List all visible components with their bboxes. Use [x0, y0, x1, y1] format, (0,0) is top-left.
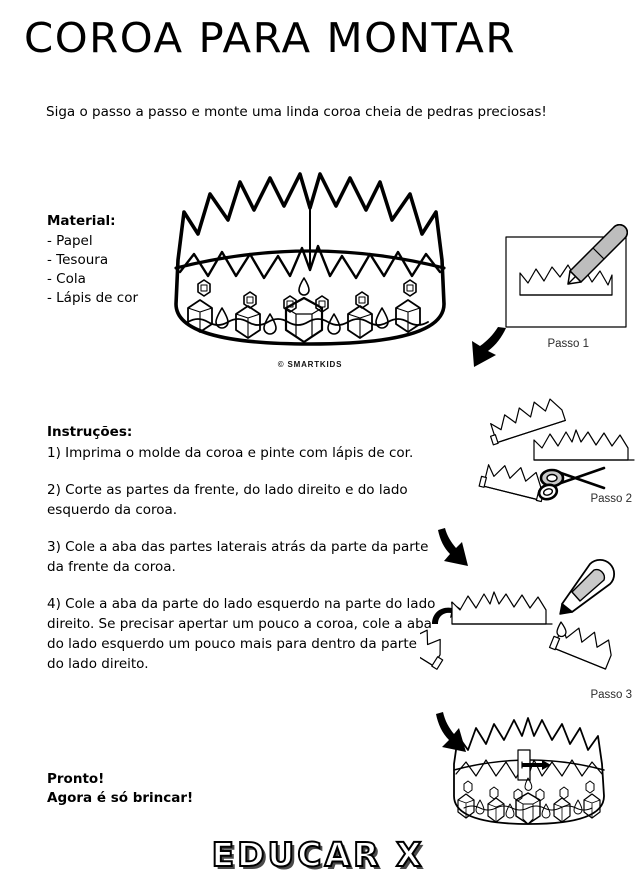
- material-heading: Material:: [47, 213, 116, 229]
- instruction-step-2: 2) Corte as partes da frente, do lado di…: [47, 482, 408, 518]
- final-crown-illustration: [418, 712, 637, 876]
- material-item-cola: - Cola: [47, 271, 86, 287]
- step-2-label: Passo 2: [590, 493, 632, 505]
- material-item-lapis-de-cor: - Lápis de cor: [47, 290, 138, 306]
- step-1-drawing: [472, 223, 629, 367]
- tab-arrow-icon: [522, 760, 551, 770]
- material-section: Material: - Papel - Tesoura - Cola - Láp…: [47, 212, 138, 308]
- smartkids-watermark: © SMARTKIDS: [277, 360, 343, 369]
- instruction-step-4: 4) Cole a aba da parte do lado esquerdo …: [47, 596, 436, 672]
- closing-line-2: Agora é só brincar!: [47, 790, 194, 806]
- glue-bottle-icon: [556, 558, 616, 638]
- instructions-section: Instruções: 1) Imprima o molde da coroa …: [47, 422, 437, 674]
- final-crown-drawing: [436, 712, 605, 825]
- step-1-illustration: [462, 205, 637, 375]
- step-3-label: Passo 3: [590, 689, 632, 701]
- step-2-illustration: [462, 388, 637, 523]
- step-3-illustration: [420, 528, 637, 708]
- scissors-icon: [537, 466, 606, 501]
- step-2-drawing: [478, 398, 635, 503]
- crown-illustration: [160, 172, 460, 372]
- crown-drawing: [174, 172, 446, 346]
- instruction-step-3: 3) Cole a aba das partes laterais atrás …: [47, 539, 429, 575]
- pencil-icon: [567, 223, 629, 285]
- educarx-watermark: EDUCAR X: [211, 834, 425, 875]
- arrow-down-left-icon: [472, 327, 506, 367]
- step-1-label: Passo 1: [547, 338, 589, 350]
- step-3-drawing: [420, 528, 616, 670]
- closing-section: Pronto! Agora é só brincar!: [47, 770, 193, 808]
- instructions-heading: Instruções:: [47, 424, 133, 440]
- material-item-papel: - Papel: [47, 233, 93, 249]
- arrow-down-right-icon: [438, 528, 468, 566]
- instruction-step-1: 1) Imprima o molde da coroa e pinte com …: [47, 445, 414, 461]
- arrow-down-right-final-icon: [436, 712, 466, 752]
- closing-line-1: Pronto!: [47, 771, 105, 787]
- page-subtitle: Siga o passo a passo e monte uma linda c…: [46, 104, 547, 120]
- material-item-tesoura: - Tesoura: [47, 252, 109, 268]
- page-title: COROA PARA MONTAR: [24, 14, 516, 62]
